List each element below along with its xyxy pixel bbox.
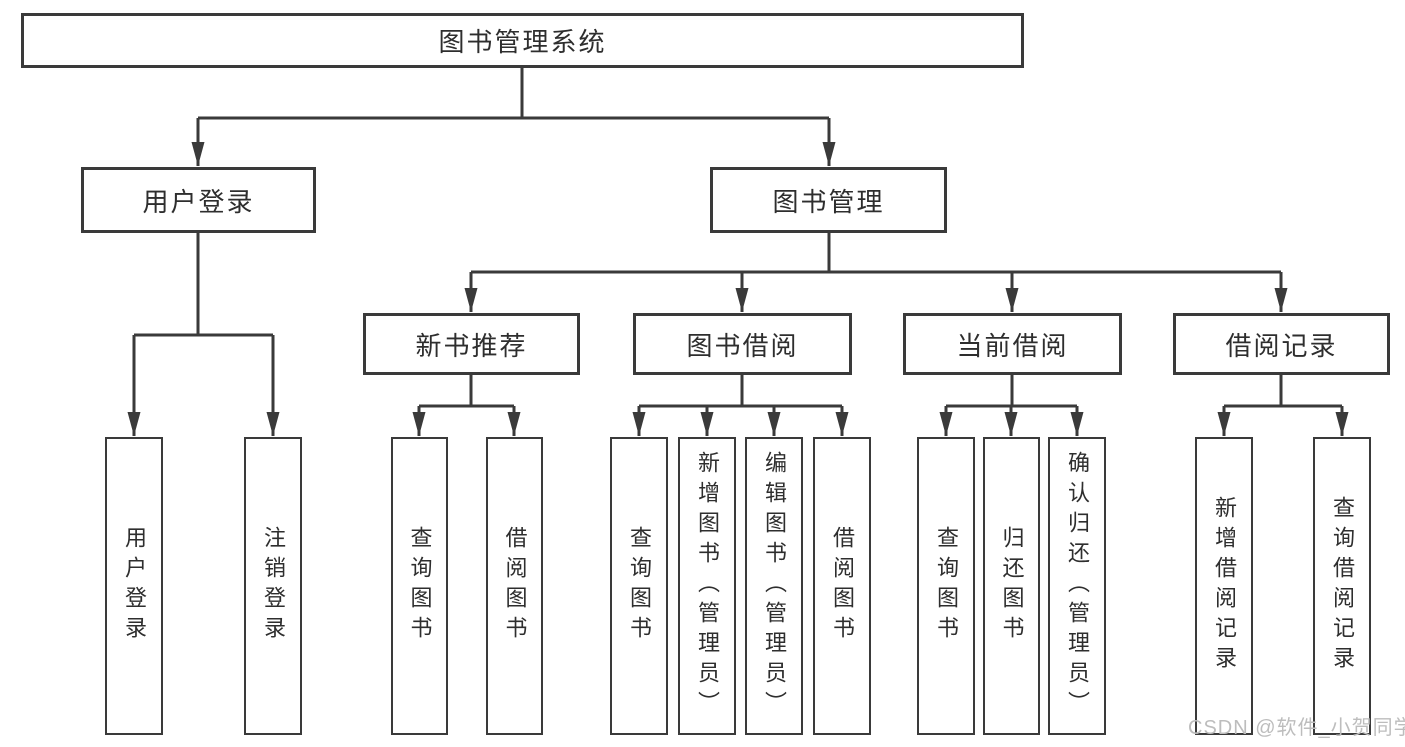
leaf-edit-book-admin-label: 编辑图书（管理员） xyxy=(762,451,787,721)
leaf-query-book-2-label: 查询图书 xyxy=(627,526,652,646)
node-root-system: 图书管理系统 xyxy=(21,13,1024,68)
leaf-logout: 注销登录 xyxy=(244,437,302,735)
leaf-add-borrow-record: 新增借阅记录 xyxy=(1195,437,1253,735)
csdn-watermark: CSDN @软件_小贺同学 xyxy=(1188,717,1405,739)
node-book-borrow: 图书借阅 xyxy=(633,313,852,375)
leaf-user-login: 用户登录 xyxy=(105,437,163,735)
leaf-confirm-return-admin-label: 确认归还（管理员） xyxy=(1065,451,1090,721)
leaf-return-book: 归还图书 xyxy=(983,437,1040,735)
leaf-edit-book-admin: 编辑图书（管理员） xyxy=(745,437,803,735)
leaf-query-book-3: 查询图书 xyxy=(917,437,975,735)
leaf-query-book-2: 查询图书 xyxy=(610,437,668,735)
leaf-confirm-return-admin: 确认归还（管理员） xyxy=(1048,437,1106,735)
leaf-query-book-3-label: 查询图书 xyxy=(934,526,959,646)
node-book-management: 图书管理 xyxy=(710,167,947,233)
leaf-return-book-label: 归还图书 xyxy=(999,526,1025,646)
node-current-borrow: 当前借阅 xyxy=(903,313,1122,375)
leaf-borrow-book-2-label: 借阅图书 xyxy=(830,526,855,646)
leaf-logout-label: 注销登录 xyxy=(261,526,286,646)
leaf-add-book-admin: 新增图书（管理员） xyxy=(678,437,736,735)
leaf-add-book-admin-label: 新增图书（管理员） xyxy=(695,451,720,721)
leaf-query-book-1-label: 查询图书 xyxy=(407,526,433,646)
leaf-query-book-1: 查询图书 xyxy=(391,437,448,735)
leaf-borrow-book-2: 借阅图书 xyxy=(813,437,871,735)
node-user-login: 用户登录 xyxy=(81,167,316,233)
leaf-query-borrow-record-label: 查询借阅记录 xyxy=(1330,496,1355,676)
leaf-borrow-book-1: 借阅图书 xyxy=(486,437,543,735)
leaf-borrow-book-1-label: 借阅图书 xyxy=(502,526,528,646)
leaf-query-borrow-record: 查询借阅记录 xyxy=(1313,437,1371,735)
node-borrow-records: 借阅记录 xyxy=(1173,313,1390,375)
node-new-book-recommend: 新书推荐 xyxy=(363,313,580,375)
leaf-user-login-label: 用户登录 xyxy=(122,526,147,646)
leaf-add-borrow-record-label: 新增借阅记录 xyxy=(1212,496,1237,676)
